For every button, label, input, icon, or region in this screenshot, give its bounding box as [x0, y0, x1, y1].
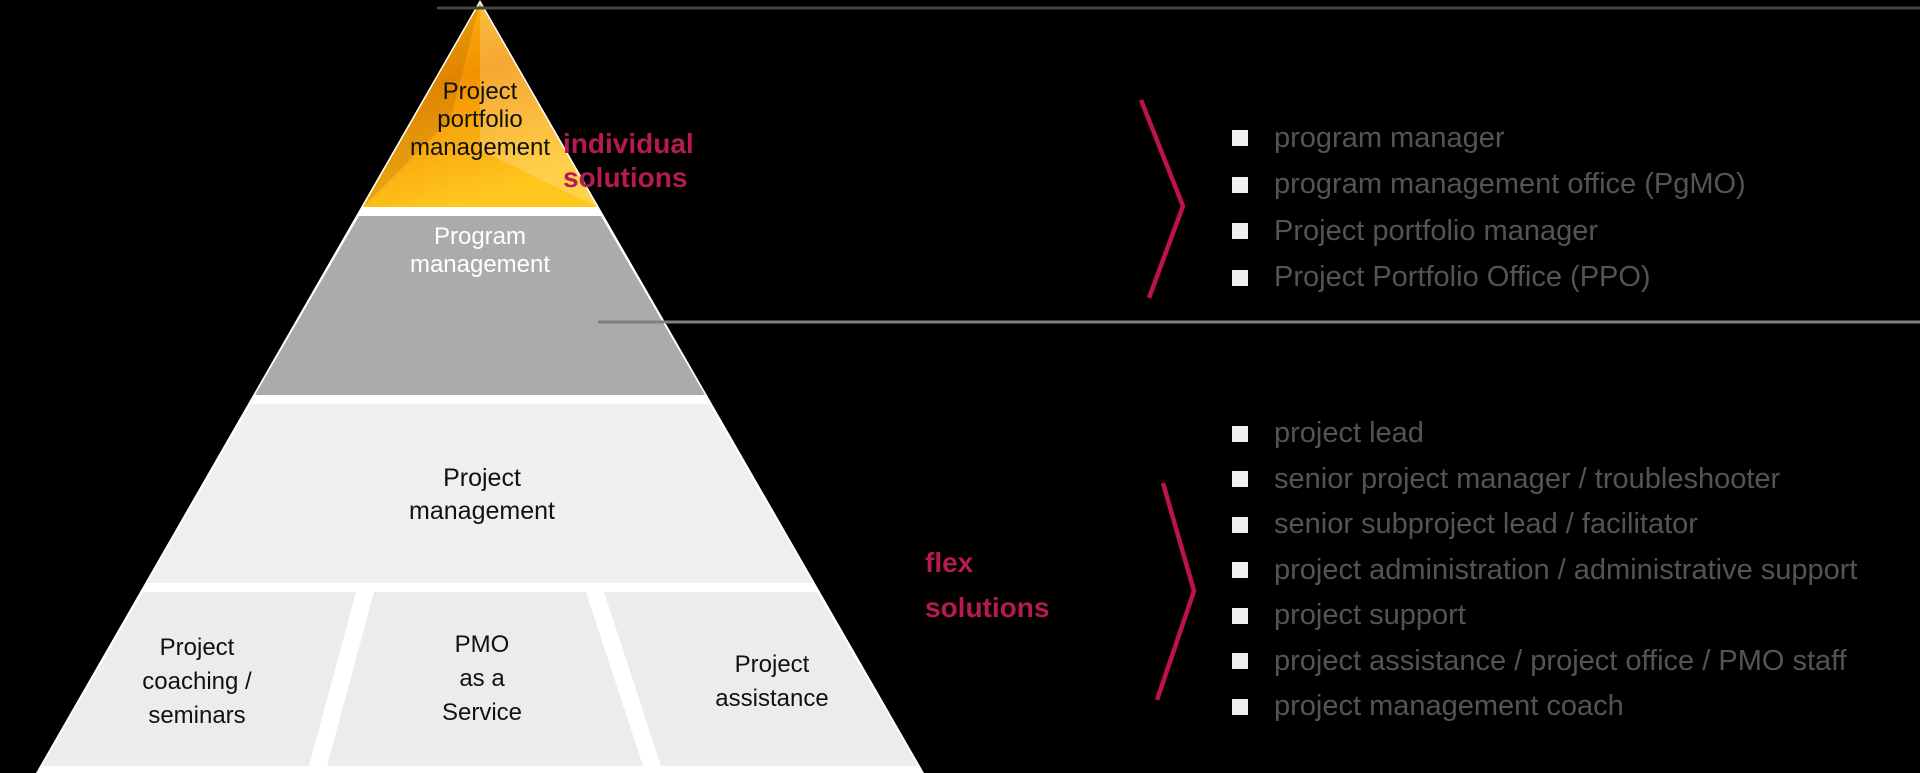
tier-portfolio-facet-dark	[363, 3, 480, 207]
list-item: program manager	[1232, 115, 1746, 162]
list-item: program management office (PgMO)	[1232, 162, 1746, 209]
tier-project-shape	[147, 404, 813, 583]
tier-assistance-line1: Project	[734, 651, 810, 678]
list-item-text: program manager	[1274, 121, 1505, 154]
tier-coaching-line2: coaching /	[142, 668, 252, 695]
chevron-bracket-bottom	[1154, 482, 1197, 701]
individual-solutions-label: individual solutions	[563, 127, 694, 195]
tier-project-label: Project management	[362, 462, 602, 528]
list-item: project support	[1232, 593, 1857, 639]
tier-project-line1: Project	[443, 464, 521, 492]
square-bullet-icon	[1232, 425, 1248, 442]
list-item: Project portfolio manager	[1232, 208, 1746, 255]
square-bullet-icon	[1232, 562, 1248, 579]
square-bullet-icon	[1232, 176, 1248, 193]
square-bullet-icon	[1232, 471, 1248, 488]
tier-coaching-label: Project coaching / seminars	[77, 631, 317, 733]
tier-pmo-line2: as a	[459, 665, 505, 692]
individual-solutions-list: program manager program management offic…	[1232, 115, 1746, 301]
list-item-text: senior project manager / troubleshooter	[1274, 462, 1781, 495]
tier-assistance-shape	[604, 592, 918, 766]
list-item: project assistance / project office / PM…	[1232, 639, 1857, 685]
square-bullet-icon	[1232, 516, 1248, 533]
tier-portfolio-shape	[363, 3, 597, 207]
individual-solutions-line2: solutions	[563, 162, 688, 193]
flex-solutions-line2: solutions	[925, 592, 1050, 623]
chevron-bracket-top	[1138, 99, 1186, 299]
tier-coaching-shape	[42, 592, 356, 766]
individual-solutions-line1: individual	[563, 128, 694, 159]
flex-solutions-line1: flex	[925, 547, 974, 578]
list-item: project lead	[1232, 411, 1857, 457]
list-item-text: senior subproject lead / facilitator	[1274, 508, 1698, 541]
list-item-text: project assistance / project office / PM…	[1274, 644, 1847, 677]
tier-coaching-line3: seminars	[148, 702, 246, 729]
tier-program-line2: management	[409, 251, 551, 278]
list-item-text: project administration / administrative …	[1274, 553, 1858, 586]
tier-portfolio-label: Project portfolio management	[380, 78, 580, 162]
tier-portfolio-line1: Project	[442, 78, 518, 105]
tier-program-label: Program management	[360, 223, 600, 279]
tier-portfolio-line2: portfolio	[437, 106, 523, 133]
square-bullet-icon	[1232, 130, 1248, 147]
list-item: senior subproject lead / facilitator	[1232, 502, 1857, 548]
tier-pmo-line3: Service	[441, 699, 523, 726]
tier-assistance-label: Project assistance	[652, 648, 892, 716]
tier-project-line2: management	[409, 497, 555, 525]
list-item: project management coach	[1232, 684, 1857, 730]
tier-assistance-line2: assistance	[715, 685, 829, 712]
tier-coaching-line1: Project	[159, 634, 235, 661]
square-bullet-icon	[1232, 653, 1248, 670]
square-bullet-icon	[1232, 698, 1248, 715]
list-item-text: Project Portfolio Office (PPO)	[1274, 261, 1651, 294]
list-item-text: Project portfolio manager	[1274, 214, 1598, 247]
list-item-text: project management coach	[1274, 690, 1624, 723]
list-item: Project Portfolio Office (PPO)	[1232, 255, 1746, 302]
flex-solutions-label: flex solutions	[925, 540, 1049, 630]
tier-pmo-shape	[327, 592, 643, 766]
tier-pmo-line1: PMO	[454, 631, 510, 658]
list-item-text: project lead	[1274, 417, 1424, 450]
list-item: project administration / administrative …	[1232, 548, 1857, 594]
tier-pmo-label: PMO as a Service	[362, 628, 602, 730]
tier-portfolio-line3: management	[409, 134, 551, 161]
tier-program-shape	[255, 216, 705, 395]
list-item: senior project manager / troubleshooter	[1232, 457, 1857, 503]
list-item-text: project support	[1274, 599, 1466, 632]
square-bullet-icon	[1232, 607, 1248, 624]
square-bullet-icon	[1232, 269, 1248, 286]
flex-solutions-list: project lead senior project manager / tr…	[1232, 411, 1857, 730]
tier-program-line1: Program	[433, 223, 527, 250]
list-item-text: program management office (PgMO)	[1274, 168, 1746, 201]
tier-portfolio-facet-light	[480, 3, 597, 207]
square-bullet-icon	[1232, 223, 1248, 240]
